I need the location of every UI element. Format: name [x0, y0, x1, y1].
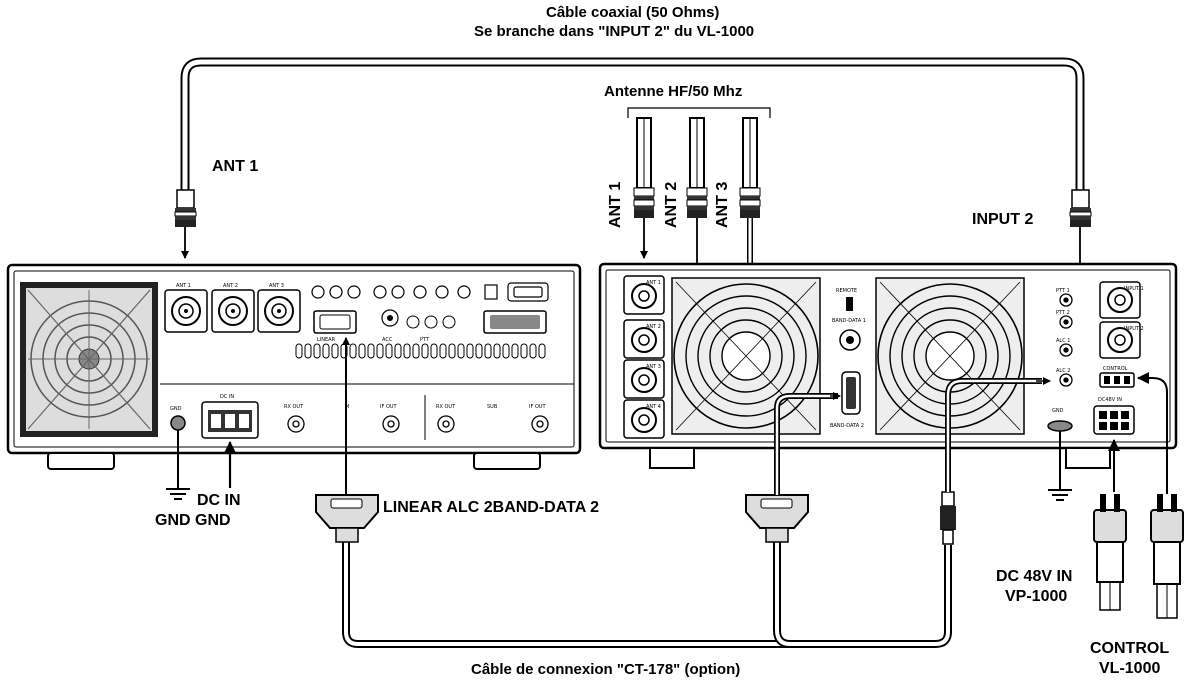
amp-ptt1-label: PTT 1 [1056, 288, 1070, 294]
amp-antenna-sockets [623, 275, 665, 439]
amp-fan-left [671, 277, 821, 435]
antenna-group-label: Antenne HF/50 Mhz [604, 83, 743, 100]
band-data2-db-plug [745, 494, 809, 543]
dc48-label: DC 48V IN [996, 568, 1073, 585]
ant3-vertical-label: ANT 3 [714, 181, 731, 228]
amp-control-socket: CONTROL [1099, 366, 1135, 388]
top-coax-cable [180, 57, 1085, 190]
tx-ant2-label: ANT 2 [223, 283, 238, 289]
tx-rf-jacks-bottom [287, 415, 549, 433]
top-cable-line2: Se branche dans "INPUT 2" du VL-1000 [474, 23, 755, 40]
ant2-vertical-label: ANT 2 [663, 181, 680, 228]
tx-linear-label: LINEAR [317, 337, 336, 343]
tx-gnd-label: GND [170, 406, 182, 412]
linear-alc-band-label: LINEAR ALC 2BAND-DATA 2 [383, 499, 599, 516]
amp-gnd-terminal: GND [1047, 408, 1073, 432]
amp-dc48-socket: DC48V IN [1093, 397, 1135, 435]
tx-ifout2-label: IF OUT [529, 404, 547, 410]
transceiver-fan [20, 282, 158, 437]
dc-in-label: DC IN [197, 492, 241, 509]
amp-input-sockets [1099, 281, 1141, 359]
vp1000-label: VP-1000 [1005, 588, 1068, 605]
tx-rxout2-label: RX OUT [436, 404, 456, 410]
amp-band-data2-label: BAND-DATA 2 [830, 423, 864, 429]
left-ant1-plug [174, 189, 197, 227]
amp-input2-label: INPUT 2 [1124, 326, 1144, 332]
linear-db-plug [315, 494, 379, 543]
amp-alc1-label: ALC 1 [1056, 338, 1070, 344]
left-ant1-label: ANT 1 [212, 158, 259, 175]
tx-sub-label: SUB [487, 404, 498, 410]
tx-main-label: M [345, 404, 349, 410]
amp-remote-label: REMOTE [836, 288, 857, 294]
ant1-vertical-label: ANT 1 [607, 181, 624, 228]
amp-ant2-label: ANT 2 [646, 324, 661, 330]
amp-center-controls: REMOTE BAND-DATA 1 BAND-DATA 2 [830, 288, 866, 429]
ct178-cable [342, 540, 952, 648]
tx-vent-slots [295, 343, 546, 359]
tx-antenna-sockets: ANT 1 ANT 2 ANT 3 [164, 283, 301, 333]
amp-input1-label: INPUT 1 [1124, 286, 1144, 292]
tx-jacks-top [311, 282, 549, 302]
amp-right-jacks [1059, 293, 1073, 387]
amp-alc2-label: ALC 2 [1056, 368, 1070, 374]
bottom-cable-label: Câble de connexion "CT-178" (option) [471, 661, 741, 678]
tx-dcin-label: DC IN [220, 394, 234, 400]
amp-band-data1-label: BAND-DATA 1 [832, 318, 866, 324]
amp-ant4-label: ANT 4 [646, 404, 661, 410]
tx-acc-label: ACC [382, 337, 393, 343]
amp-gnd-label: GND [1052, 408, 1064, 414]
dc48-cable-plug [1093, 494, 1127, 611]
amp-ptt2-label: PTT 2 [1056, 310, 1070, 316]
input2-plug [1069, 189, 1092, 227]
amplifier-rear-panel: ANT 1 ANT 2 ANT 3 ANT 4 REMOTE [598, 262, 1178, 469]
control-cable-plug [1150, 494, 1184, 619]
transceiver-rear-panel: ANT 1 ANT 2 ANT 3 LINEAR ACC PTT [6, 263, 582, 470]
tx-ptt-label: PTT [420, 337, 430, 343]
amp-dc48-label: DC48V IN [1098, 397, 1122, 403]
tx-ground-symbol [166, 430, 190, 500]
antenna-bracket [627, 107, 771, 118]
amp-ground-symbol [1048, 431, 1072, 501]
alc-rca-plug [940, 491, 956, 545]
gnd-gnd-label: GND GND [155, 512, 231, 529]
tx-ifout1-label: IF OUT [380, 404, 398, 410]
amp-control-label: CONTROL [1103, 366, 1128, 372]
amp-ant1-label: ANT 1 [646, 280, 661, 286]
tx-rxout1-label: RX OUT [284, 404, 304, 410]
control-label: CONTROL [1090, 640, 1170, 657]
input2-label: INPUT 2 [972, 211, 1034, 228]
tx-linear-connector: LINEAR ACC PTT [313, 309, 547, 343]
tx-ant1-label: ANT 1 [176, 283, 191, 289]
amp-ant3-label: ANT 3 [646, 364, 661, 370]
tx-dc-in-socket: DC IN [201, 394, 259, 439]
tx-ant3-label: ANT 3 [269, 283, 284, 289]
vl1000-label: VL-1000 [1099, 660, 1161, 677]
top-cable-line1: Câble coaxial (50 Ohms) [546, 4, 720, 21]
